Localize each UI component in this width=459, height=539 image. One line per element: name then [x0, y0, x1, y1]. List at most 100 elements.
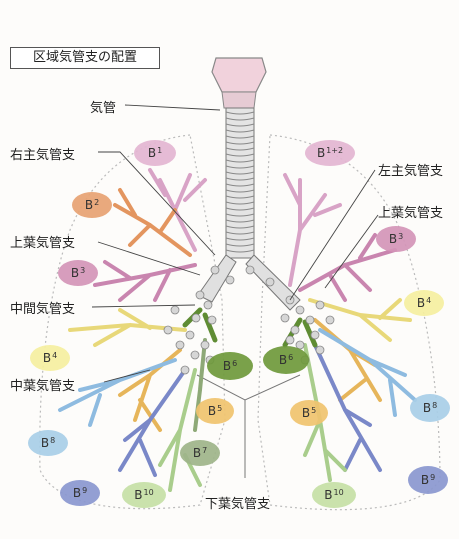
- segment-badge-sup: 5: [217, 404, 223, 413]
- hilar-node: [175, 340, 185, 350]
- hilar-node: [325, 315, 335, 325]
- larynx: [211, 57, 267, 93]
- segment-badge-sup: 3: [398, 232, 404, 241]
- segment-badge-sup: 10: [333, 488, 344, 497]
- hilar-node: [245, 265, 255, 275]
- segment-badge-sup: 5: [311, 406, 317, 415]
- right-b7-branches: [193, 338, 207, 432]
- label-left-upper-lobe: 上葉気管支: [378, 206, 444, 221]
- hilar-node: [180, 365, 190, 375]
- segment-badge-base: B: [134, 488, 143, 502]
- segment-badge-sup: 8: [432, 401, 438, 410]
- right-b5-branches: [118, 348, 182, 432]
- leader-left-main: [289, 169, 376, 301]
- left-b12-branches: [283, 173, 342, 287]
- trachea-shape: [225, 107, 255, 259]
- hilar-node: [295, 305, 305, 315]
- segment-badge-sup: 3: [80, 266, 86, 275]
- segment-badge-base: B: [84, 198, 94, 212]
- hilar-node: [191, 313, 201, 323]
- leader-intermediate: [91, 304, 196, 308]
- hilar-node: [290, 325, 300, 335]
- hilar-node: [200, 340, 210, 350]
- label-middle-lobe: 中葉気管支: [10, 379, 76, 394]
- segment-badge-sup: 1+2: [326, 146, 344, 155]
- hilar-node: [310, 330, 320, 340]
- hilar-node: [185, 330, 195, 340]
- hilar-node: [190, 350, 200, 360]
- segment-badge-base: B: [316, 146, 326, 160]
- segment-badge-sup: 6: [288, 353, 294, 362]
- left-b3-branches: [298, 233, 397, 302]
- left-b9-branches: [313, 343, 382, 472]
- label-right-main: 右主気管支: [10, 148, 76, 163]
- segment-badge-base: B: [72, 486, 82, 500]
- left-b4-branches: [308, 298, 412, 342]
- leader-right-upper: [97, 241, 201, 276]
- right-b8-branches: [58, 358, 177, 427]
- hilar-node: [305, 315, 315, 325]
- segment-badge-base: B: [324, 488, 333, 502]
- segment-badge-base: B: [420, 473, 430, 487]
- segment-badge-base: B: [388, 232, 398, 246]
- hilar-node: [265, 277, 275, 287]
- segment-badge-base: B: [40, 436, 50, 450]
- leader-middle: [103, 369, 151, 383]
- segment-badge-sup: 7: [202, 446, 208, 455]
- hilar-node: [163, 325, 173, 335]
- leader-right-main: [98, 151, 216, 256]
- hilar-node: [315, 300, 325, 310]
- segment-badge-base: B: [278, 353, 288, 367]
- right-b1-branches: [148, 168, 207, 252]
- diagram-title: 区域気管支の配置: [10, 47, 160, 69]
- segment-badge-base: B: [42, 351, 52, 365]
- segment-badge-sup: 4: [426, 296, 432, 305]
- segment-badge-base: B: [422, 401, 432, 415]
- hilar-node: [280, 313, 290, 323]
- lower-lobe-divider: [196, 374, 301, 478]
- label-right-upper-lobe: 上葉気管支: [10, 236, 76, 251]
- segment-badge-base: B: [222, 359, 232, 373]
- segment-badge-sup: 4: [52, 351, 58, 360]
- segment-badge-base: B: [301, 406, 311, 420]
- right-main-bronchus: [197, 254, 237, 303]
- leader-trachea: [124, 104, 221, 111]
- left-b8-branches: [318, 328, 417, 417]
- segment-badge-sup: 9: [430, 473, 436, 482]
- right-b3-branches: [93, 260, 197, 302]
- segment-badge-base: B: [192, 446, 202, 460]
- label-left-main: 左主気管支: [378, 164, 444, 179]
- segment-badge-sup: 9: [82, 486, 88, 495]
- label-trachea: 気管: [90, 101, 117, 116]
- hilar-node: [203, 300, 213, 310]
- left-lung-outline: [257, 134, 441, 511]
- segment-badge-sup: 2: [94, 198, 100, 207]
- segment-badge-base: B: [147, 146, 157, 160]
- segment-badge-sup: 10: [143, 488, 154, 497]
- leader-left-upper: [324, 214, 379, 289]
- segment-badge-sup: 8: [50, 436, 56, 445]
- hilar-node: [315, 345, 325, 355]
- segment-badge-base: B: [207, 404, 217, 418]
- right-b9-branches: [118, 368, 187, 477]
- hilar-node: [170, 305, 180, 315]
- segment-badge-sup: 6: [232, 359, 238, 368]
